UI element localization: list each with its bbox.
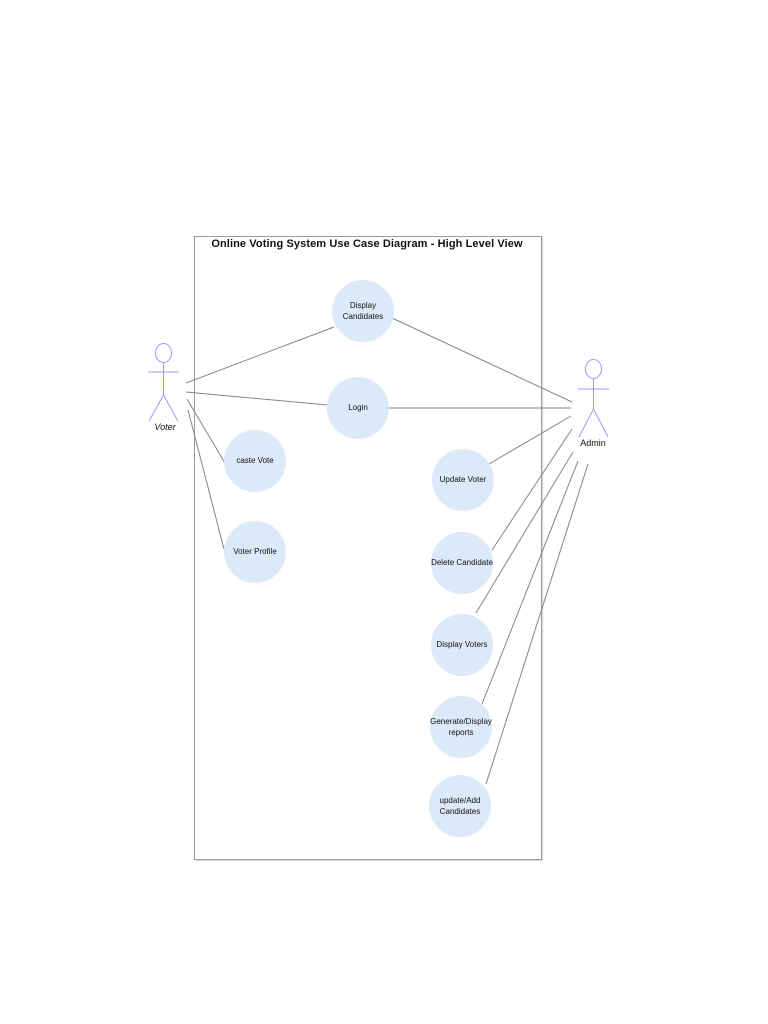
edge-admin-generate-display-reports [481,460,579,705]
use-case-generate-display-reports: Generate/Display reports [430,696,492,758]
edge-voter-caste-vote [186,398,226,464]
stick-figure-icon [578,359,609,438]
system-boundary [194,236,542,860]
actor-label-admin: Admin [580,438,606,448]
edge-admin-display-voters [475,451,574,614]
edge-admin-update-voter [488,415,572,465]
use-case-label: Generate/Display reports [430,716,492,737]
use-case-label: update/Add Candidates [439,795,481,816]
stick-figure-icon [148,343,179,422]
edge-admin-display-candidates [391,317,573,403]
use-case-voter-profile: Voter Profile [224,521,286,583]
use-case-login: Login [327,377,389,439]
use-case-display-candidates: Display Candidates [332,280,394,342]
diagram-title: Online Voting System Use Case Diagram - … [211,238,523,250]
actor-label-voter: Voter [154,422,176,432]
use-case-delete-candidate: Delete Candidate [431,532,493,594]
use-case-label: Display Voters [436,640,488,650]
use-case-label: caste Vote [236,456,274,466]
edge-voter-login [185,391,329,406]
use-case-label: Delete Candidate [431,558,493,568]
use-case-update-add-candidates: update/Add Candidates [429,775,491,837]
use-case-label: Update Voter [439,475,487,485]
edge-admin-delete-candidate [491,428,573,551]
use-case-caste-vote: caste Vote [224,430,286,492]
edge-admin-update-add-candidates [485,463,589,785]
use-case-update-voter: Update Voter [432,449,494,511]
edge-voter-display-candidates [185,326,335,384]
use-case-display-voters: Display Voters [431,614,493,676]
use-case-label: Login [348,403,368,413]
use-case-label: Display Candidates [342,300,384,321]
edge-voter-voter-profile [187,409,225,550]
use-case-label: Voter Profile [233,547,277,557]
